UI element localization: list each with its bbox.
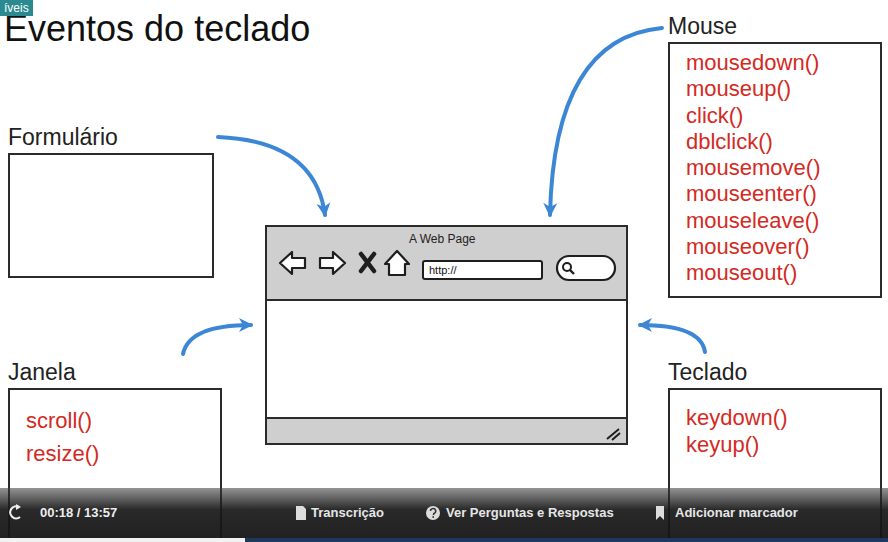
event-method: mouseout(): [686, 260, 880, 286]
event-method: mouseenter(): [686, 181, 880, 207]
group-heading: Teclado: [668, 358, 882, 386]
corner-badge: íveis: [0, 0, 33, 16]
event-method: mouseover(): [686, 234, 880, 260]
player-control-label: 00:18 / 13:57: [40, 505, 117, 520]
event-group: Formulário: [8, 123, 214, 278]
event-group: Mousemousedown()mouseup()click()dblclick…: [668, 12, 882, 298]
player-control-label: Adicionar marcador: [675, 505, 798, 520]
event-method: click(): [686, 103, 880, 129]
event-method: scroll(): [26, 404, 220, 437]
group-heading: Formulário: [8, 123, 214, 151]
search-field: [557, 256, 615, 280]
url-text: http://: [429, 262, 541, 278]
curved-arrow: [218, 137, 325, 215]
curved-arrow: [183, 325, 251, 354]
group-heading: Mouse: [668, 12, 882, 40]
forward-arrow-icon: [320, 252, 345, 274]
event-box: [8, 153, 214, 278]
magnifier-icon: [563, 263, 571, 271]
stop-icon: [361, 254, 374, 271]
magnifier-handle: [570, 270, 574, 274]
slide-title: Eventos do teclado: [4, 8, 310, 50]
back-arrow-icon: [280, 252, 305, 274]
event-method: mouseleave(): [686, 208, 880, 234]
player-control-label: Transcrição: [311, 505, 384, 520]
event-method: mousemove(): [686, 155, 880, 181]
event-method: mousedown(): [686, 50, 880, 76]
page-title: A Web Page: [409, 232, 476, 246]
browser-window: A Web Page http://: [265, 225, 628, 445]
event-method: keydown(): [686, 404, 880, 431]
address-bar: http://: [422, 260, 543, 280]
player-control-label: Ver Perguntas e Respostas: [446, 505, 614, 520]
curved-arrow: [550, 28, 662, 215]
event-method: dblclick(): [686, 129, 880, 155]
event-method: keyup(): [686, 431, 880, 458]
browser-statusbar: [267, 417, 626, 443]
event-method: resize(): [26, 437, 220, 470]
browser-icons: [265, 225, 628, 445]
home-icon: [385, 251, 409, 275]
curved-arrow: [640, 325, 705, 352]
resize-grip: [607, 429, 620, 440]
group-heading: Janela: [8, 358, 222, 386]
event-method: mouseup(): [686, 76, 880, 102]
event-box: mousedown()mouseup()click()dblclick()mou…: [668, 42, 882, 298]
